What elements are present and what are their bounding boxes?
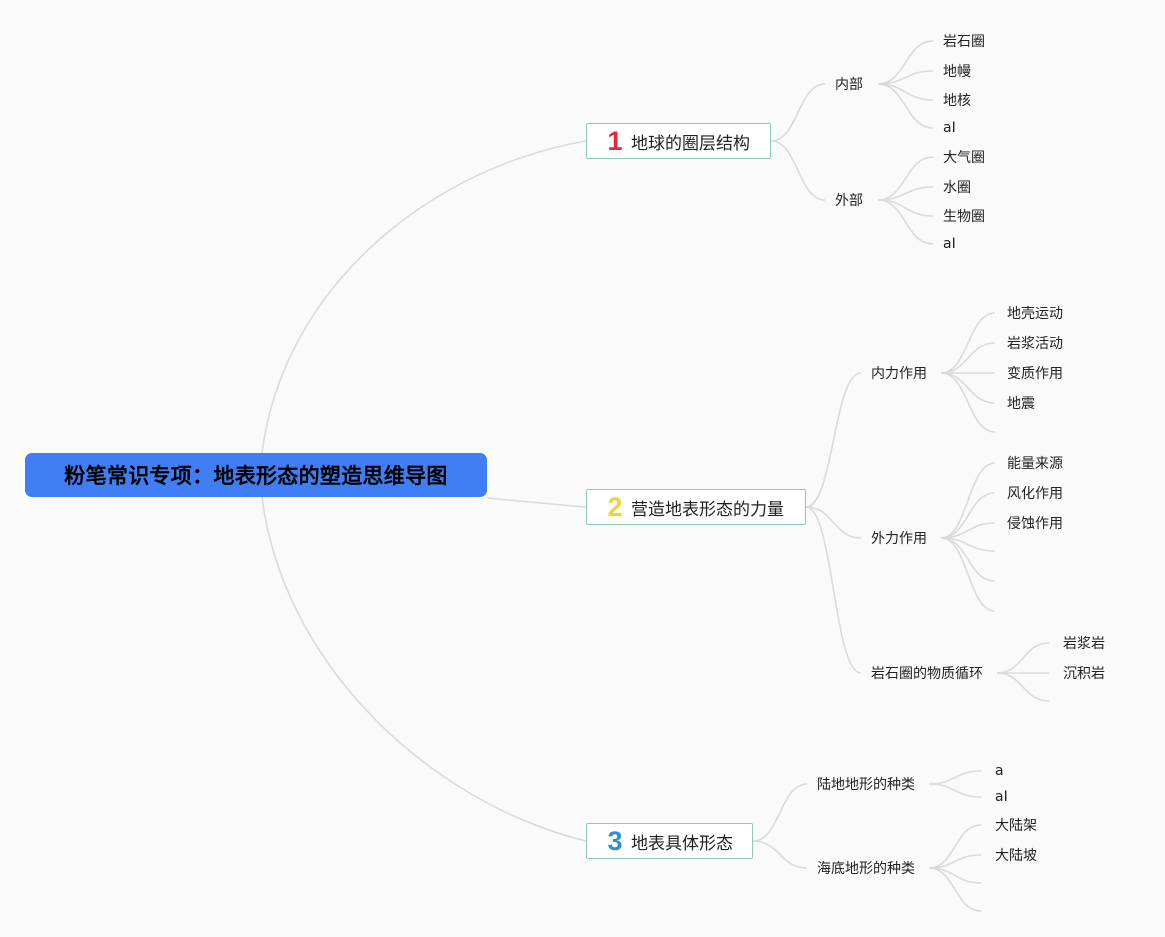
branch-3-to-sub-line (752, 840, 808, 869)
root-to-branch-1-line (259, 140, 587, 476)
subtopic-land-landforms[interactable]: 陆地地形的种类 (817, 777, 915, 793)
branch-2-to-sub-line (805, 372, 862, 508)
leaf-topic[interactable]: 侵蚀作用 (1007, 516, 1063, 532)
subtopic-seafloor-landforms[interactable]: 海底地形的种类 (817, 861, 915, 877)
leaf-topic[interactable]: 大陆架 (995, 818, 1037, 834)
branch-label: 地球的圈层结构 (631, 133, 750, 154)
leaf-topic[interactable]: 大陆坡 (995, 848, 1037, 864)
number-2-icon: 2 (607, 491, 623, 522)
leaf-topic[interactable]: aI (943, 120, 956, 136)
root-topic[interactable]: 粉笔常识专项：地表形态的塑造思维导图 (25, 453, 487, 497)
leaf-topic[interactable]: 能量来源 (1007, 456, 1063, 472)
leaf-topic[interactable]: 水圈 (943, 180, 971, 196)
leaf-topic[interactable]: a (995, 763, 1004, 779)
leaf-topic[interactable]: 地核 (943, 93, 971, 109)
branch-topic-2[interactable]: 2 营造地表形态的力量 (586, 489, 806, 525)
leaf-topic[interactable]: 地幔 (943, 64, 971, 80)
subtopic-outer[interactable]: 外部 (835, 193, 863, 209)
branch-1-to-sub-line (770, 83, 826, 142)
sub-to-leaf-line (940, 462, 996, 539)
sub-to-leaf-line (940, 372, 996, 433)
root-to-branch-3-line (259, 474, 587, 842)
sub-to-leaf-line (940, 492, 996, 539)
number-3-icon: 3 (607, 825, 623, 856)
sub-to-leaf-line (877, 199, 934, 245)
leaf-topic[interactable]: 大气圈 (943, 150, 985, 166)
sub-to-leaf-line (877, 40, 934, 85)
branch-topic-1[interactable]: 1 地球的圈层结构 (586, 123, 771, 159)
branch-label: 营造地表形态的力量 (631, 499, 784, 520)
sub-to-leaf-line (940, 537, 996, 612)
sub-to-leaf-line (877, 83, 934, 129)
root-to-branch-2-line (486, 497, 587, 508)
leaf-topic[interactable]: 岩浆活动 (1007, 336, 1063, 352)
branch-label: 地表具体形态 (631, 833, 733, 854)
branch-2-to-sub-line (805, 506, 862, 539)
sub-to-leaf-line (928, 783, 982, 798)
subtopic-rock-cycle[interactable]: 岩石圈的物质循环 (871, 666, 983, 682)
leaf-topic[interactable]: 地壳运动 (1007, 306, 1063, 322)
sub-to-leaf-line (928, 867, 982, 912)
sub-to-leaf-line (940, 372, 996, 404)
sub-to-leaf-line (928, 770, 982, 785)
subtopic-external-force[interactable]: 外力作用 (871, 531, 927, 547)
branch-3-to-sub-line (752, 783, 808, 842)
leaf-topic[interactable]: 地震 (1007, 396, 1035, 412)
sub-to-leaf-line (996, 672, 1050, 702)
leaf-topic[interactable]: 岩浆岩 (1063, 636, 1105, 652)
subtopic-inner[interactable]: 内部 (835, 77, 863, 93)
leaf-topic[interactable]: aI (995, 789, 1008, 805)
leaf-topic[interactable]: 沉积岩 (1063, 666, 1105, 682)
subtopic-internal-force[interactable]: 内力作用 (871, 366, 927, 382)
leaf-topic[interactable]: 风化作用 (1007, 486, 1063, 502)
leaf-topic[interactable]: aI (943, 236, 956, 252)
branch-topic-3[interactable]: 3 地表具体形态 (586, 823, 753, 859)
sub-to-leaf-line (928, 824, 982, 869)
sub-to-leaf-line (996, 642, 1050, 674)
branch-1-to-sub-line (770, 140, 826, 201)
number-1-icon: 1 (607, 125, 623, 156)
sub-to-leaf-line (940, 342, 996, 374)
leaf-topic[interactable]: 岩石圈 (943, 34, 985, 50)
branch-2-to-sub-line (805, 506, 862, 674)
leaf-topic[interactable]: 变质作用 (1007, 366, 1063, 382)
sub-to-leaf-line (877, 156, 934, 201)
leaf-topic[interactable]: 生物圈 (943, 209, 985, 225)
sub-to-leaf-line (940, 312, 996, 374)
